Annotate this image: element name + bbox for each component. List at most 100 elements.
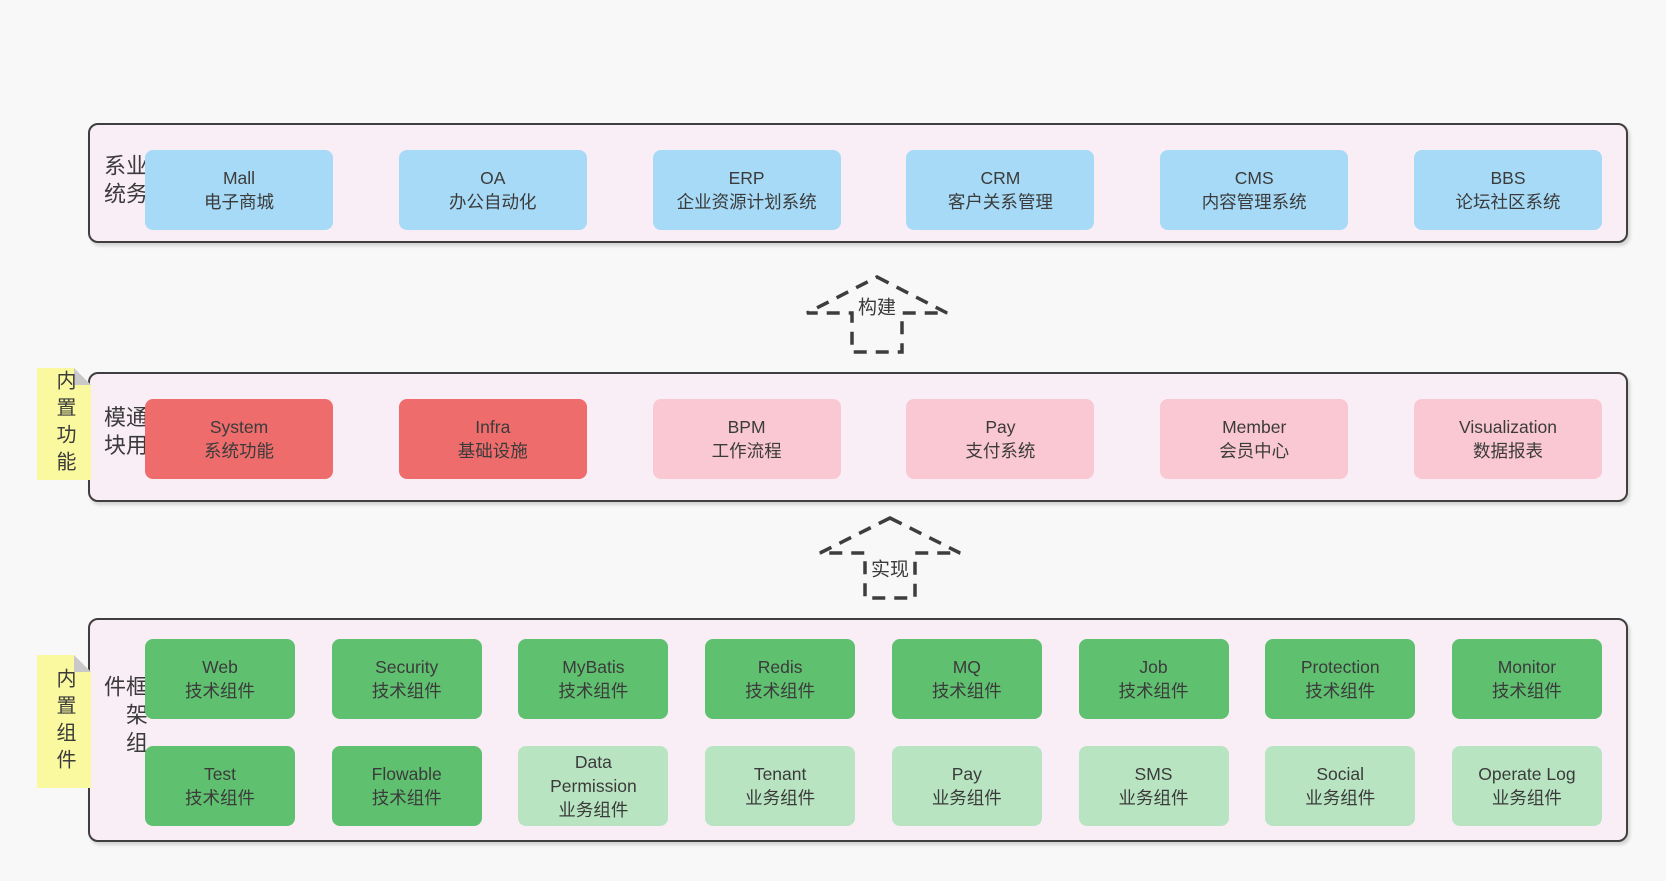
box-title: Web — [202, 657, 238, 677]
box-erp: ERP 企业资源计划系统 — [652, 150, 841, 230]
box-pay: Pay 业务组件 — [891, 746, 1042, 826]
box-flowable: Flowable 技术组件 — [331, 746, 482, 826]
box-cms: CMS 内容管理系统 — [1160, 150, 1349, 230]
box-title: ERP — [728, 168, 765, 188]
box-subtitle: 业务组件 — [931, 788, 1002, 808]
box-redis: Redis 技术组件 — [705, 639, 856, 719]
box-subtitle: 内容管理系统 — [1201, 192, 1307, 212]
section-common-modules: 通用模块 System 系统功能 Infra 基础设施 BPM 工作流程 Pay 支付系统 Me… — [88, 372, 1628, 502]
box-operate-log: Operate Log 业务组件 — [1451, 746, 1602, 826]
box-subtitle: 系统功能 — [204, 441, 274, 461]
box-title: MQ — [952, 657, 981, 677]
box-title: SMS — [1134, 764, 1173, 784]
box-system: System 系统功能 — [145, 399, 333, 479]
arrow-label-build: 构建 — [853, 291, 901, 321]
box-subtitle: 数据报表 — [1472, 441, 1543, 461]
section-label-business: 业务系统 — [101, 154, 148, 210]
box-title: Pay — [951, 764, 982, 784]
box-infra: Infra 基础设施 — [398, 399, 587, 479]
box-subtitle: 技术组件 — [1491, 681, 1562, 701]
box-subtitle: 业务组件 — [1118, 788, 1189, 808]
sticky-note-paper — [37, 368, 91, 480]
box-subtitle: 会员中心 — [1219, 441, 1290, 461]
box-title: Protection — [1300, 657, 1380, 677]
box-title: Security — [375, 657, 439, 677]
section-label-components: 框架组件 — [101, 675, 148, 759]
box-title: CMS — [1234, 168, 1274, 188]
box-title: Infra — [475, 417, 511, 437]
box-subtitle: 办公自动化 — [449, 192, 537, 212]
box-title: BPM — [727, 417, 766, 437]
box-pay: Pay 支付系统 — [906, 399, 1095, 479]
box-data-permission: Data Permission 业务组件 — [518, 746, 669, 826]
box-title: MyBatis — [562, 657, 625, 677]
box-social: Social 业务组件 — [1265, 746, 1416, 826]
box-tenant: Tenant 业务组件 — [705, 746, 856, 826]
box-web: Web 技术组件 — [145, 639, 295, 719]
box-title: Pay — [985, 417, 1016, 437]
business-boxes: Mall 电子商城 OA 办公自动化 ERP 企业资源计划系统 CRM 客户关系管理 CMS 内容… — [145, 125, 1602, 241]
sticky-note-paper — [37, 655, 91, 788]
section-business-systems: 业务系统 Mall 电子商城 OA 办公自动化 ERP 企业资源计划系统 CRM 客户关系管理… — [88, 123, 1628, 243]
box-title: System — [209, 417, 269, 437]
folded-corner-icon — [74, 368, 91, 385]
box-title: Operate Log — [1478, 764, 1576, 784]
box-title: Flowable — [371, 764, 442, 784]
note-built-in-components: 内置组件 — [37, 655, 91, 788]
box-title: Mall — [222, 168, 256, 188]
box-bbs: BBS 论坛社区系统 — [1413, 150, 1602, 230]
box-subtitle: 业务组件 — [1491, 788, 1562, 808]
box-title: Test — [203, 764, 237, 784]
box-subtitle: 业务组件 — [1305, 788, 1376, 808]
folded-corner-icon — [74, 655, 91, 672]
box-title: Visualization — [1459, 417, 1557, 437]
box-title: Monitor — [1497, 657, 1557, 677]
arrow-label-implement: 实现 — [866, 553, 914, 583]
box-subtitle: 工作流程 — [711, 441, 782, 461]
box-subtitle: 技术组件 — [185, 788, 255, 808]
box-subtitle: 技术组件 — [931, 681, 1002, 701]
box-subtitle: 客户关系管理 — [947, 192, 1053, 212]
box-subtitle: 论坛社区系统 — [1455, 192, 1561, 212]
box-subtitle: 企业资源计划系统 — [676, 192, 817, 212]
note-built-in-features: 内置功能 — [37, 368, 91, 480]
box-title: BBS — [1490, 168, 1526, 188]
box-mq: MQ 技术组件 — [891, 639, 1042, 719]
box-title: Redis — [757, 657, 803, 677]
note-text: 内置功能 — [53, 370, 75, 478]
box-title: Social — [1316, 764, 1365, 784]
box-title: OA — [480, 168, 506, 188]
box-subtitle: 技术组件 — [1305, 681, 1376, 701]
box-title: Data Permission — [550, 752, 637, 796]
box-subtitle: 技术组件 — [745, 681, 816, 701]
box-crm: CRM 客户关系管理 — [906, 150, 1095, 230]
note-text: 内置组件 — [53, 667, 75, 776]
box-monitor: Monitor 技术组件 — [1451, 639, 1602, 719]
box-protection: Protection 技术组件 — [1265, 639, 1416, 719]
box-mall: Mall 电子商城 — [145, 150, 333, 230]
box-test: Test 技术组件 — [145, 746, 295, 826]
box-subtitle: 技术组件 — [185, 681, 255, 701]
box-subtitle: 基础设施 — [457, 441, 528, 461]
box-bpm: BPM 工作流程 — [652, 399, 841, 479]
box-oa: OA 办公自动化 — [398, 150, 587, 230]
box-subtitle: 支付系统 — [965, 441, 1036, 461]
box-title: CRM — [980, 168, 1021, 188]
box-subtitle: 业务组件 — [558, 800, 629, 820]
box-subtitle: 业务组件 — [745, 788, 816, 808]
box-subtitle: 电子商城 — [204, 192, 274, 212]
box-subtitle: 技术组件 — [371, 788, 442, 808]
box-title: Tenant — [753, 764, 807, 784]
box-row: Mall 电子商城 OA 办公自动化 ERP 企业资源计划系统 CRM 客户关系管理 CMS 内容… — [145, 150, 1602, 230]
section-label-modules: 通用模块 — [101, 405, 148, 462]
